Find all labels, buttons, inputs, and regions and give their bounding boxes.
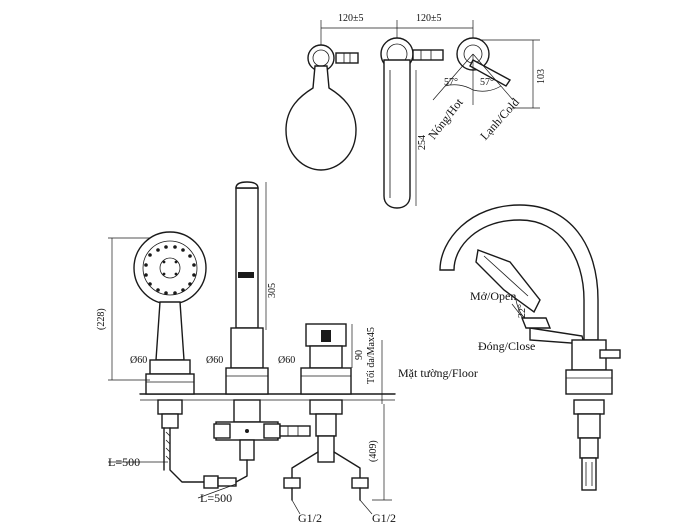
hose-length-1-label: L=500 <box>108 455 141 469</box>
diameter-2-label: Ø60 <box>206 355 224 366</box>
top-view <box>285 20 540 209</box>
thread-2-label: G1/2 <box>372 511 396 525</box>
thread-1-label: G1/2 <box>298 511 322 525</box>
diameter-3-label: Ø60 <box>278 355 296 366</box>
diameter-1-label: Ø60 <box>130 355 148 366</box>
dim-305-label: 305 <box>267 283 278 298</box>
dim-90-label: 90 <box>354 350 365 360</box>
dim-height-103-label: 103 <box>536 69 547 84</box>
open-label: Mở/Open <box>470 289 517 303</box>
floor-label: Mặt tường/Floor <box>398 366 478 380</box>
angle-22-label: 22° <box>517 304 528 318</box>
hose-length-2-label: L=500 <box>200 491 233 505</box>
dim-spacing-right-label: 120±5 <box>416 13 442 24</box>
max45-label: Tối đa/Max45 <box>366 327 377 384</box>
dim-length-254-label: 254 <box>417 135 428 150</box>
angle-cold-label: 57° <box>480 77 494 88</box>
shower-nozzles <box>144 245 196 295</box>
dim-228-label: (228) <box>96 308 107 330</box>
dim-spacing-left-label: 120±5 <box>338 13 364 24</box>
dim-409-label: (409) <box>368 440 379 462</box>
close-label: Đóng/Close <box>478 339 536 353</box>
front-view <box>108 181 396 515</box>
angle-hot-label: 57° <box>444 77 458 88</box>
side-view <box>439 204 621 491</box>
